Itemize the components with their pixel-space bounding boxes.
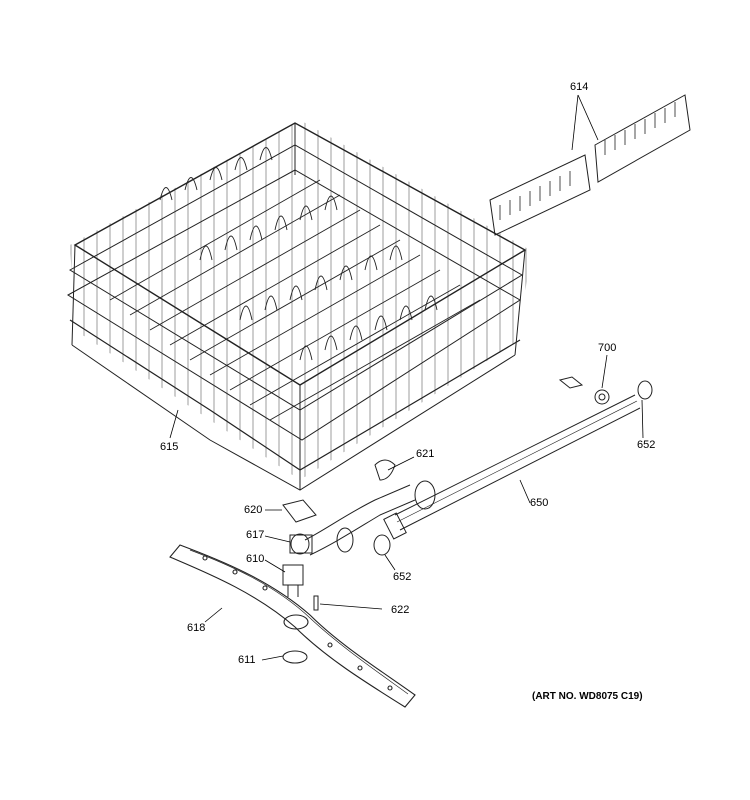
seal-611 [282,650,308,664]
callout-614: 614 [570,81,589,93]
nut-610 [282,564,304,597]
spray-arm [169,544,416,708]
callout-622: 622 [391,604,410,616]
fittings-652 [373,380,653,556]
callout-610: 610 [246,553,265,565]
supply-tube [383,394,641,540]
cap-620 [282,499,317,523]
callout-650: 650 [530,497,549,509]
tube-connector [304,480,436,556]
leader-lines [169,94,644,661]
screw-622 [313,595,319,611]
dish-rack [67,120,530,491]
callout-611: 611 [238,654,256,666]
callout-620: 620 [244,504,263,516]
art-number: (ART NO. WD8075 C19) [532,691,643,702]
callout-618: 618 [187,622,206,634]
callout-617: 617 [246,529,265,541]
clip-621 [374,459,396,481]
callout-652-right: 652 [637,439,656,451]
tine-racks [489,94,691,236]
callout-652-lower: 652 [393,571,412,583]
elbow-617 [289,533,313,555]
callout-615: 615 [160,441,179,453]
callout-621: 621 [416,448,435,460]
clip-700 [558,376,610,405]
callout-700: 700 [598,342,617,354]
